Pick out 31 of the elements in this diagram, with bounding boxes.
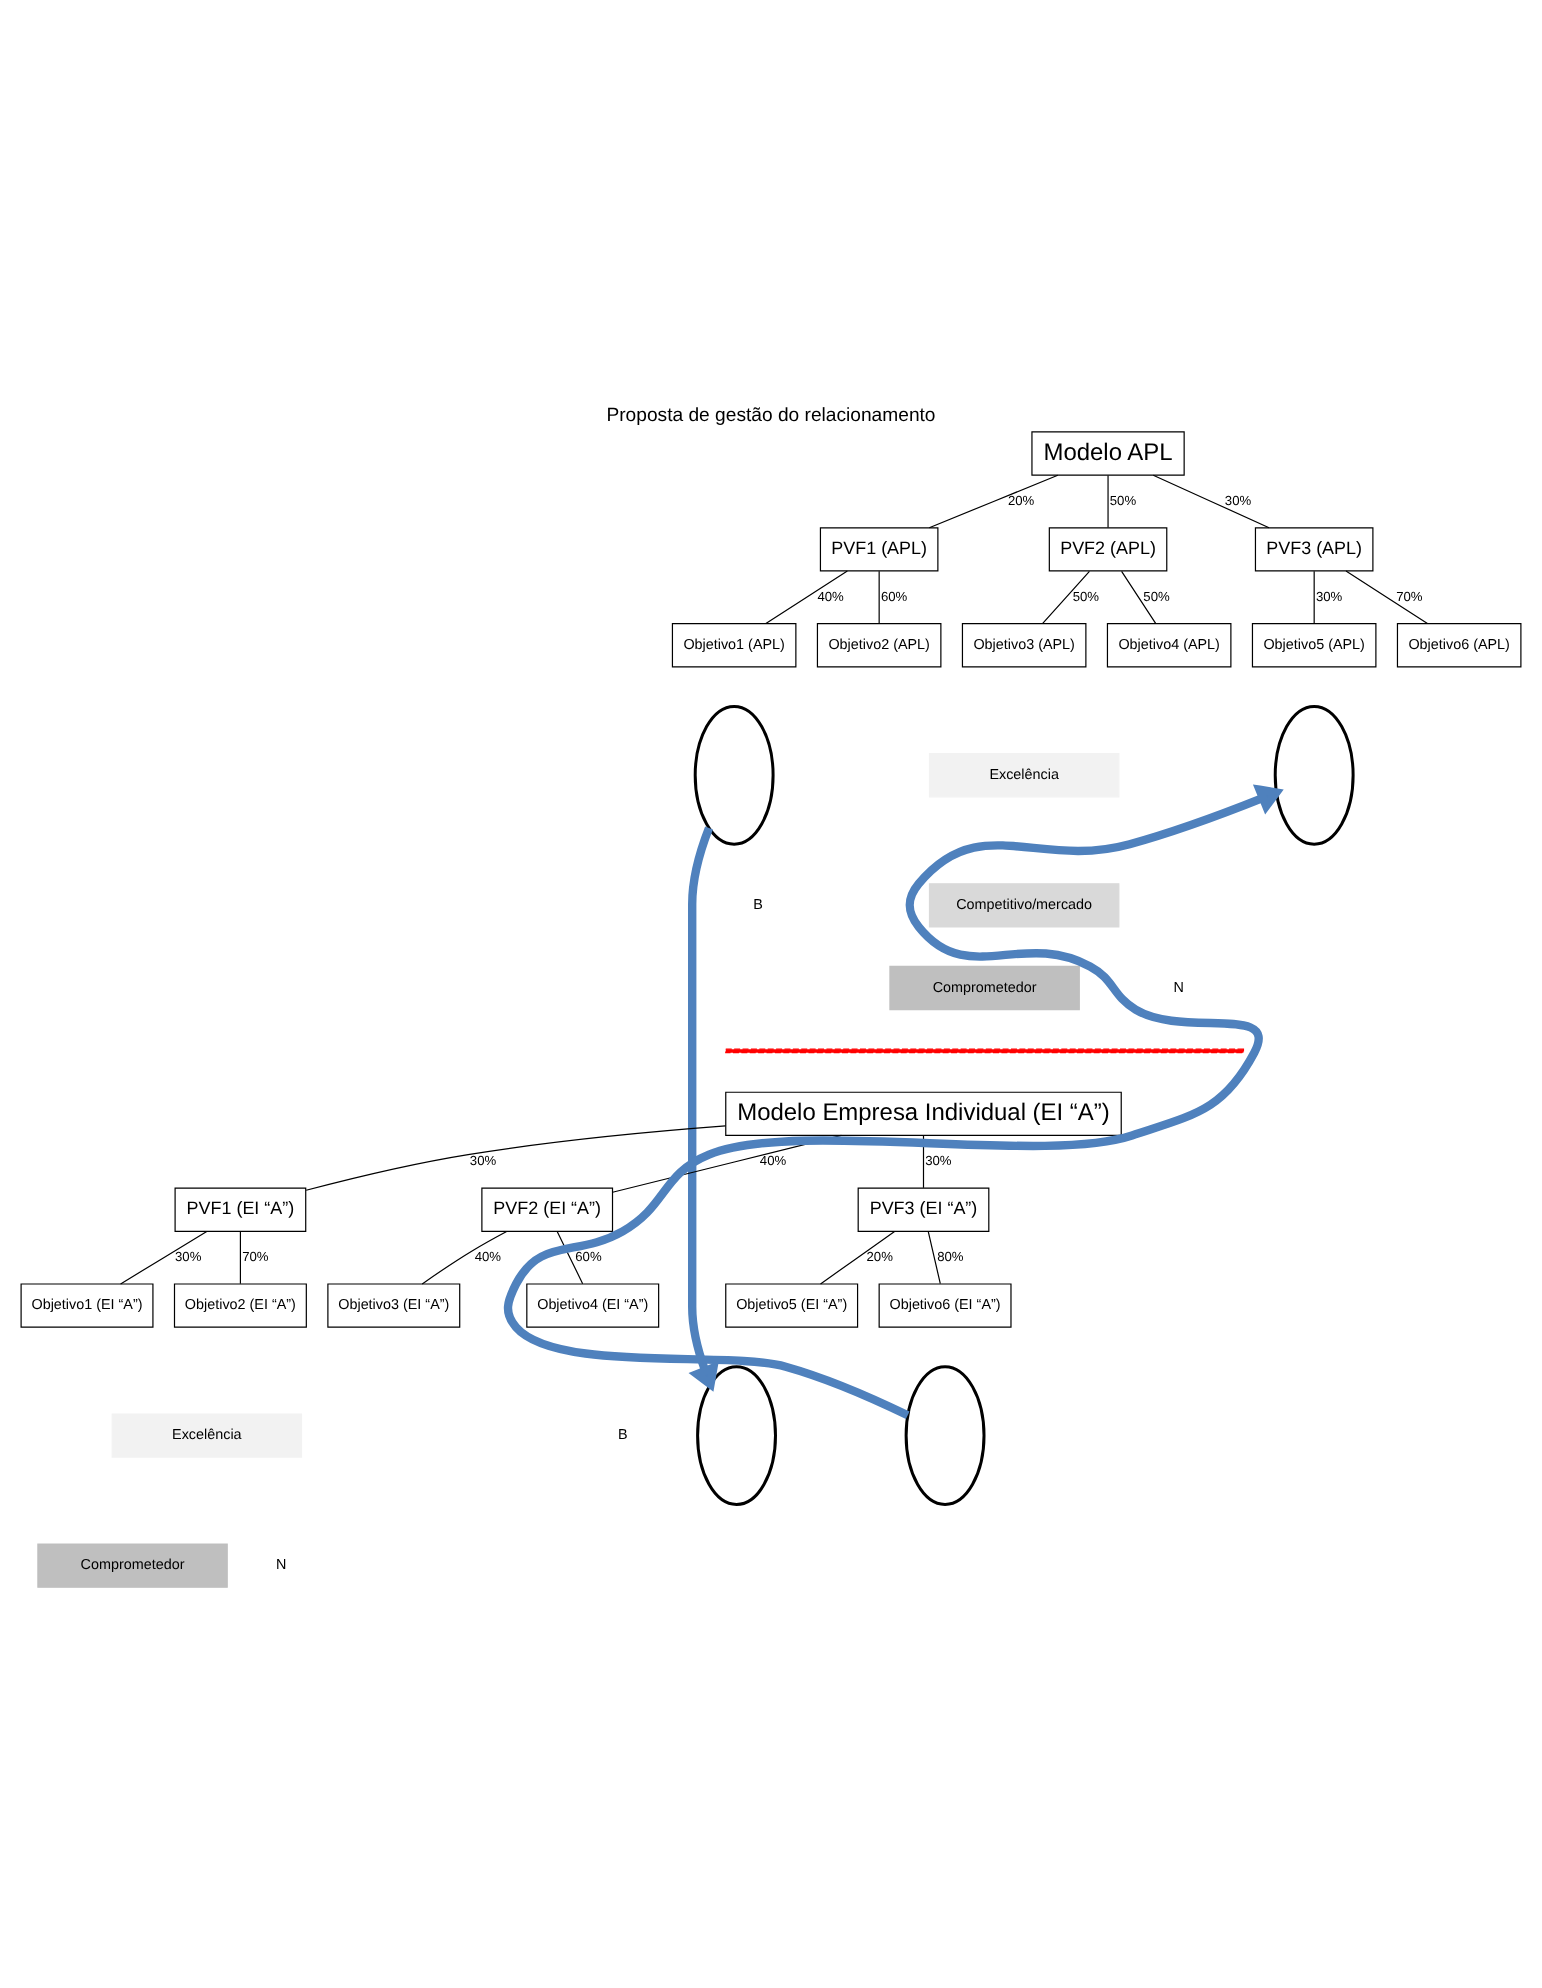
connector [421,1230,508,1285]
node-box: PVF3 (APL) [1254,527,1374,572]
node-box: Modelo APL [1031,431,1185,476]
connector [819,1230,896,1285]
node-ellipse [1273,704,1355,846]
connector [928,474,1059,529]
connector [305,1125,727,1191]
connector [239,1231,241,1285]
arrow [688,826,719,1392]
node-box: PVF3 (EI “A”) [857,1187,990,1232]
connector [120,1230,208,1285]
connector [1345,570,1429,625]
diagram-title: Proposta de gestão do relacionamento [606,404,936,427]
connector [927,1231,941,1285]
connector [1121,570,1157,624]
node-box: Modelo Empresa Individual (EI “A”) [725,1091,1122,1136]
connector [1152,474,1270,529]
node-ellipse [696,1365,777,1506]
connector [878,570,880,624]
node-box: PVF2 (APL) [1048,527,1168,572]
node-box: PVF1 (EI “A”) [174,1187,307,1232]
arrow [505,784,1284,1420]
connector [1107,474,1109,529]
connector [1042,570,1091,624]
connector [1313,570,1315,624]
connector [556,1231,584,1285]
node-box: PVF2 (EI “A”) [481,1187,614,1232]
node-ellipse [693,704,775,846]
node-ellipse [904,1365,986,1506]
connector [765,570,848,625]
node-box: PVF1 (APL) [819,527,939,572]
